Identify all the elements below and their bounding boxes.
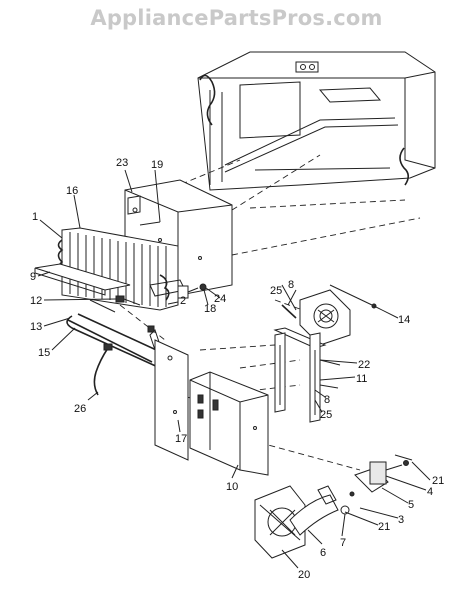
label-9: 9 [30, 271, 36, 283]
label-25a: 25 [270, 285, 282, 297]
label-8b: 8 [324, 394, 330, 406]
watermark-text: AppliancePartsPros.com [90, 6, 383, 30]
label-24: 24 [214, 293, 226, 305]
label-15: 15 [38, 347, 50, 359]
label-19: 19 [151, 159, 163, 171]
label-14: 14 [398, 314, 410, 326]
label-10: 10 [226, 481, 238, 493]
label-21b: 21 [378, 521, 390, 533]
label-2: 2 [180, 295, 186, 307]
drain-trough [34, 263, 131, 296]
label-26: 26 [74, 403, 86, 415]
label-25b: 25 [320, 409, 332, 421]
label-20: 20 [298, 569, 310, 581]
label-22: 22 [358, 359, 370, 371]
evaporator-coil [57, 227, 186, 311]
label-13: 13 [30, 321, 42, 333]
label-8a: 8 [288, 279, 294, 291]
label-17: 17 [175, 433, 187, 445]
label-11: 11 [356, 373, 367, 385]
label-16: 16 [66, 185, 78, 197]
label-7: 7 [340, 537, 346, 549]
label-5: 5 [408, 499, 414, 511]
label-12: 12 [30, 295, 42, 307]
fan-shroud-panel [189, 371, 269, 476]
label-4: 4 [427, 486, 433, 498]
label-1: 1 [32, 211, 38, 223]
label-6: 6 [320, 547, 326, 559]
freezer-cabinet [197, 51, 436, 191]
leader-lines [37, 169, 431, 569]
label-18: 18 [204, 303, 216, 315]
label-23: 23 [116, 157, 128, 169]
fan-motor-assembly [254, 454, 413, 559]
defrost-heater [66, 299, 166, 369]
fan-bracket-assembly [273, 284, 377, 423]
part-labels: 23 19 16 1 9 12 13 15 2 18 24 26 8 25 14… [30, 157, 444, 581]
label-3: 3 [398, 514, 404, 526]
label-21a: 21 [432, 475, 444, 487]
wire-harness [93, 343, 113, 396]
